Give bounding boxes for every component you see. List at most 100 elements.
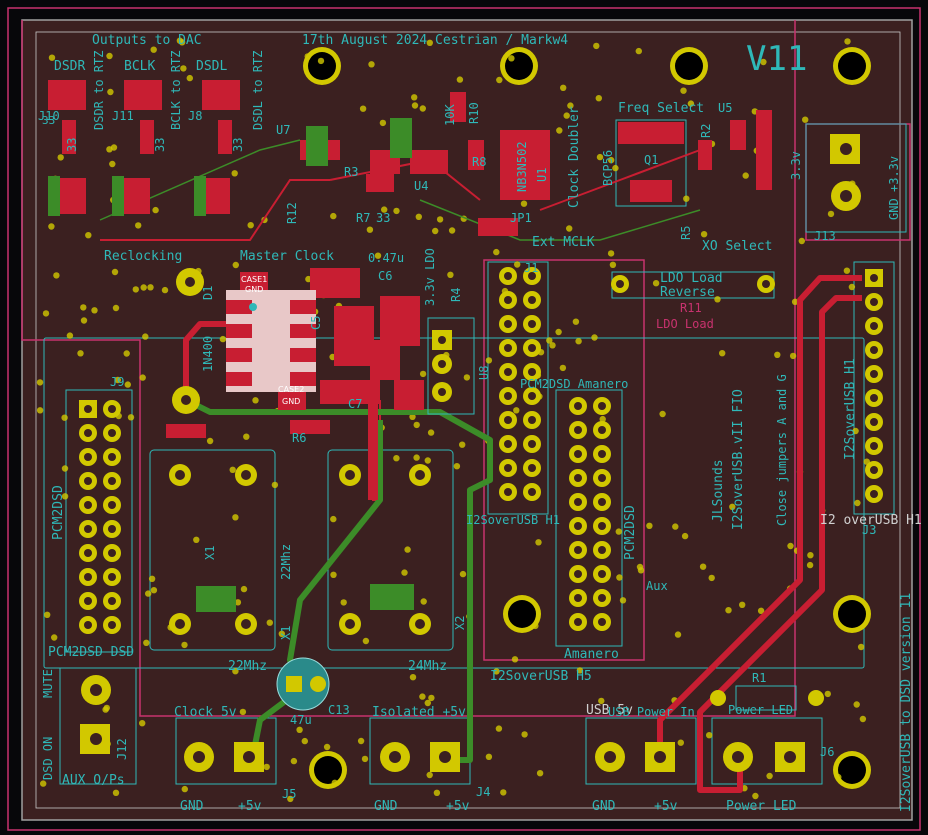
label-047u: 0.47u (368, 251, 404, 265)
label-24mhz: 24Mhz (408, 659, 447, 674)
via (305, 275, 312, 283)
label-i2s-h5: I2SoverUSB H5 (490, 669, 592, 684)
label-d1: D1 (201, 286, 215, 300)
via (419, 370, 427, 378)
via (42, 310, 50, 317)
label-u1: U1 (535, 168, 549, 182)
via (48, 54, 56, 61)
header-pin-hole (574, 402, 582, 410)
label-mute: MUTE (41, 669, 55, 698)
via (563, 112, 570, 119)
via (635, 47, 642, 55)
label-gnd-j13: GND (887, 198, 901, 220)
via (719, 350, 726, 357)
via (593, 42, 600, 50)
header-pin-hole (870, 370, 878, 378)
via (219, 335, 227, 343)
label-jp1: JP1 (510, 211, 532, 225)
header-pin-hole (598, 618, 606, 626)
via (453, 463, 461, 470)
via (591, 334, 598, 341)
via (725, 607, 732, 614)
label-5v-j4: +5v (446, 799, 470, 814)
header-pin-hole (528, 344, 536, 352)
header-pin-hole (528, 272, 536, 280)
via (427, 429, 435, 436)
via (266, 619, 273, 626)
label-r7-33: 33 (376, 211, 390, 225)
label-j6: J6 (820, 745, 834, 759)
label-ldo-load: LDO Load (660, 271, 723, 286)
green-traces (184, 397, 493, 763)
header-j1 (499, 267, 541, 501)
via (426, 771, 433, 779)
via (607, 250, 615, 257)
label-gnd-usb: GND (592, 799, 616, 814)
via (677, 739, 684, 746)
header-pin-hole (108, 405, 116, 413)
via (463, 374, 471, 381)
via (760, 58, 767, 66)
via (567, 102, 574, 109)
header-pin-hole (84, 573, 92, 581)
label-bclk: BCLK (124, 59, 155, 74)
label-aux-ops: AUX O/Ps (62, 773, 125, 788)
header-pin-hole (504, 464, 512, 472)
via (699, 563, 707, 570)
header-pin-hole (870, 274, 878, 282)
label-i2s-h1-b: I2SoverUSB H1 (843, 358, 858, 460)
crystal-pads (169, 268, 431, 635)
header-pin-hole (870, 346, 878, 354)
header-pin-hole (528, 392, 536, 400)
via (161, 286, 169, 294)
label-bcp56: BCP56 (601, 150, 615, 186)
label-r10: R10 (467, 102, 481, 124)
via (102, 706, 109, 713)
via (500, 789, 507, 796)
via (742, 172, 749, 179)
label-c13: C13 (328, 703, 350, 717)
header-pin-hole (84, 597, 92, 605)
via (555, 328, 562, 336)
label-j4: J4 (476, 785, 490, 799)
label-gnd-j4: GND (374, 799, 398, 814)
via (616, 574, 623, 581)
label-c6: C6 (378, 269, 392, 283)
label-ldo33: 3.3v LDO (423, 248, 437, 306)
via (247, 222, 254, 229)
via (85, 232, 92, 239)
via (854, 499, 861, 507)
via (109, 160, 116, 168)
via (123, 350, 130, 357)
via (566, 225, 573, 232)
label-x1b: X1 (279, 626, 293, 640)
label-ldo-load2: LDO Load (656, 317, 714, 331)
label-q1: Q1 (644, 153, 658, 167)
header-pin-hole (84, 525, 92, 533)
header-pin-hole (574, 594, 582, 602)
via (575, 338, 582, 345)
via (706, 732, 713, 739)
via (411, 102, 419, 109)
label-pcm2dsd-dsd: PCM2DSD DSD (48, 645, 134, 660)
via (409, 674, 417, 681)
via (791, 298, 799, 305)
label-close-jumpers: Close jumpers A and G (775, 374, 789, 526)
via (61, 414, 68, 421)
via (366, 226, 374, 233)
label-outputs: Outputs to DAC (92, 33, 202, 48)
via (681, 532, 689, 540)
header-pin-hole (574, 426, 582, 434)
via (114, 376, 122, 384)
header-pin-hole (504, 272, 512, 280)
header-pin-hole (870, 322, 878, 330)
via (239, 708, 247, 716)
via (546, 337, 553, 344)
via (229, 466, 236, 473)
label-in4001: 1N400 (201, 336, 215, 372)
via (409, 413, 416, 420)
header-pin-hole (108, 621, 116, 629)
via (857, 643, 865, 651)
label-j5: J5 (282, 787, 296, 801)
via (36, 407, 44, 414)
